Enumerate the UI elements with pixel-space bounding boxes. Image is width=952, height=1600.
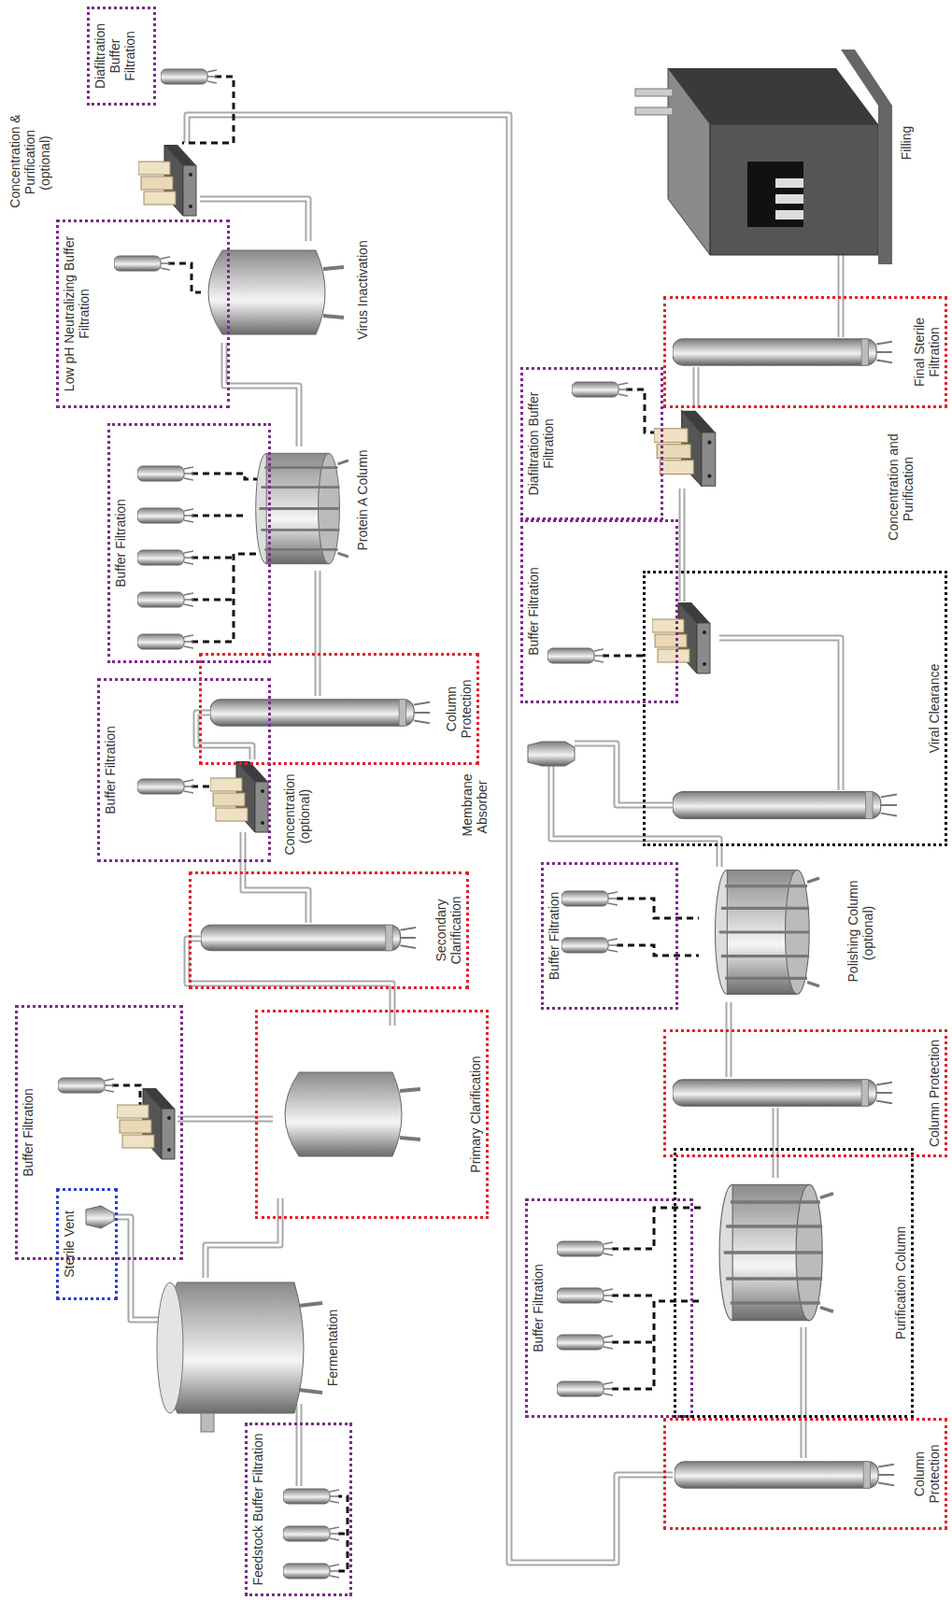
region-label: Viral Clearance [926, 662, 942, 755]
equipment-label-text: Membrane Absorber [459, 774, 490, 839]
dotted-region-box: Sterile Vent [56, 1188, 118, 1301]
equipment-label: Polishing Column (optional) [845, 852, 876, 1012]
region-label: Buffer Filtration [546, 890, 562, 983]
dotted-region-box: Buffer Filtration [14, 1005, 184, 1261]
region-label: Buffer Filtration [113, 497, 128, 590]
region-label: Sterile Vent [61, 1208, 77, 1280]
region-label: Column Protection [911, 1423, 942, 1525]
text-holder: Sterile Vent [61, 1193, 77, 1295]
dotted-region-box: Buffer Filtration [540, 862, 679, 1010]
equipment-label-text: Concentration and Purification [885, 433, 916, 542]
text-holder: Purification Column [893, 1153, 909, 1413]
region-label: Diafiltration Buffer Filtration [525, 372, 556, 515]
region-label: Primary Clarification [468, 1053, 484, 1175]
text-holder: Column Protection [443, 658, 474, 760]
equipment-label: Filling [898, 86, 914, 199]
text-holder: Buffer Filtration [20, 1010, 36, 1255]
text-holder: Secondary Clarification [433, 877, 464, 984]
region-label: Feedstock Buffer Filtration [250, 1431, 266, 1588]
dotted-region-box: Diafiltration Buffer Filtration [86, 6, 157, 106]
equipment-label-text: Concentration (optional) [282, 773, 313, 857]
text-holder: Column Protection [926, 1035, 942, 1152]
text-holder: Diafiltration Buffer Filtration [92, 12, 138, 100]
text-holder: Feedstock Buffer Filtration [250, 1428, 266, 1592]
equipment-label: Membrane Absorber [459, 750, 490, 863]
dotted-region-box: Purification Column [673, 1148, 914, 1419]
text-holder: Buffer Filtration [113, 428, 128, 658]
text-holder: Viral Clearance [926, 576, 942, 841]
equipment-label: Concentration and Purification [885, 411, 916, 566]
dotted-region-box: Buffer Filtration [97, 678, 271, 863]
equipment-label-text: Polishing Column (optional) [845, 880, 876, 985]
equipment-label: Concentration & Purification (optional) [7, 108, 53, 216]
dotted-region-box: Column Protection [663, 1029, 948, 1158]
dotted-region-box: Column Protection [198, 653, 480, 766]
text-holder: Buffer Filtration [525, 525, 541, 698]
dotted-region-box: Viral Clearance [642, 570, 948, 847]
region-label: Buffer Filtration [102, 724, 118, 817]
text-holder: Final Sterile Filtration [911, 301, 942, 403]
region-label: Buffer Filtration [530, 1262, 546, 1355]
equipment-label: Fermentation [325, 1287, 341, 1409]
dotted-region-box: Primary Clarification [255, 1009, 489, 1220]
text-holder: Low pH Neutralizing Buffer Filtration [61, 225, 92, 403]
dotted-region-box: Final Sterile Filtration [663, 296, 948, 409]
equipment-label: Virus Inactivation [355, 231, 370, 349]
equipment-label-text: Virus Inactivation [355, 238, 370, 342]
text-holder: Buffer Filtration [102, 683, 118, 857]
text-holder: Primary Clarification [468, 1015, 484, 1214]
region-label: Final Sterile Filtration [911, 301, 942, 403]
region-label: Buffer Filtration [525, 565, 541, 658]
dotted-region-box: Feedstock Buffer Filtration [244, 1422, 353, 1597]
dotted-region-box: Low pH Neutralizing Buffer Filtration [56, 219, 230, 409]
text-holder: Buffer Filtration [546, 867, 562, 1005]
dotted-region-box: Buffer Filtration [107, 423, 271, 664]
dotted-region-box: Column Protection [663, 1418, 948, 1531]
text-holder: Buffer Filtration [530, 1204, 546, 1413]
dotted-region-box: Buffer Filtration [520, 519, 679, 704]
equipment-label-text: Fermentation [325, 1307, 341, 1389]
equipment-label-text: Filling [898, 124, 914, 163]
dotted-region-box: Secondary Clarification [188, 871, 469, 990]
equipment-label: Protein A Column [355, 441, 370, 559]
text-holder: Column Protection [911, 1423, 942, 1525]
region-label: Column Protection [443, 658, 474, 760]
region-label: Diafiltration Buffer Filtration [92, 12, 138, 100]
region-label: Purification Column [893, 1224, 909, 1342]
equipment-label-text: Concentration & Purification (optional) [7, 113, 53, 210]
dotted-region-box: Diafiltration Buffer Filtration [520, 367, 664, 521]
equipment-label-text: Protein A Column [355, 447, 370, 553]
region-label: Column Protection [926, 1037, 942, 1150]
region-label: Low pH Neutralizing Buffer Filtration [61, 225, 92, 403]
region-label: Buffer Filtration [20, 1086, 36, 1180]
region-label: Secondary Clarification [433, 877, 464, 984]
text-holder: Diafiltration Buffer Filtration [525, 372, 556, 515]
dotted-region-box: Buffer Filtration [525, 1198, 694, 1419]
equipment-label: Concentration (optional) [282, 768, 313, 863]
